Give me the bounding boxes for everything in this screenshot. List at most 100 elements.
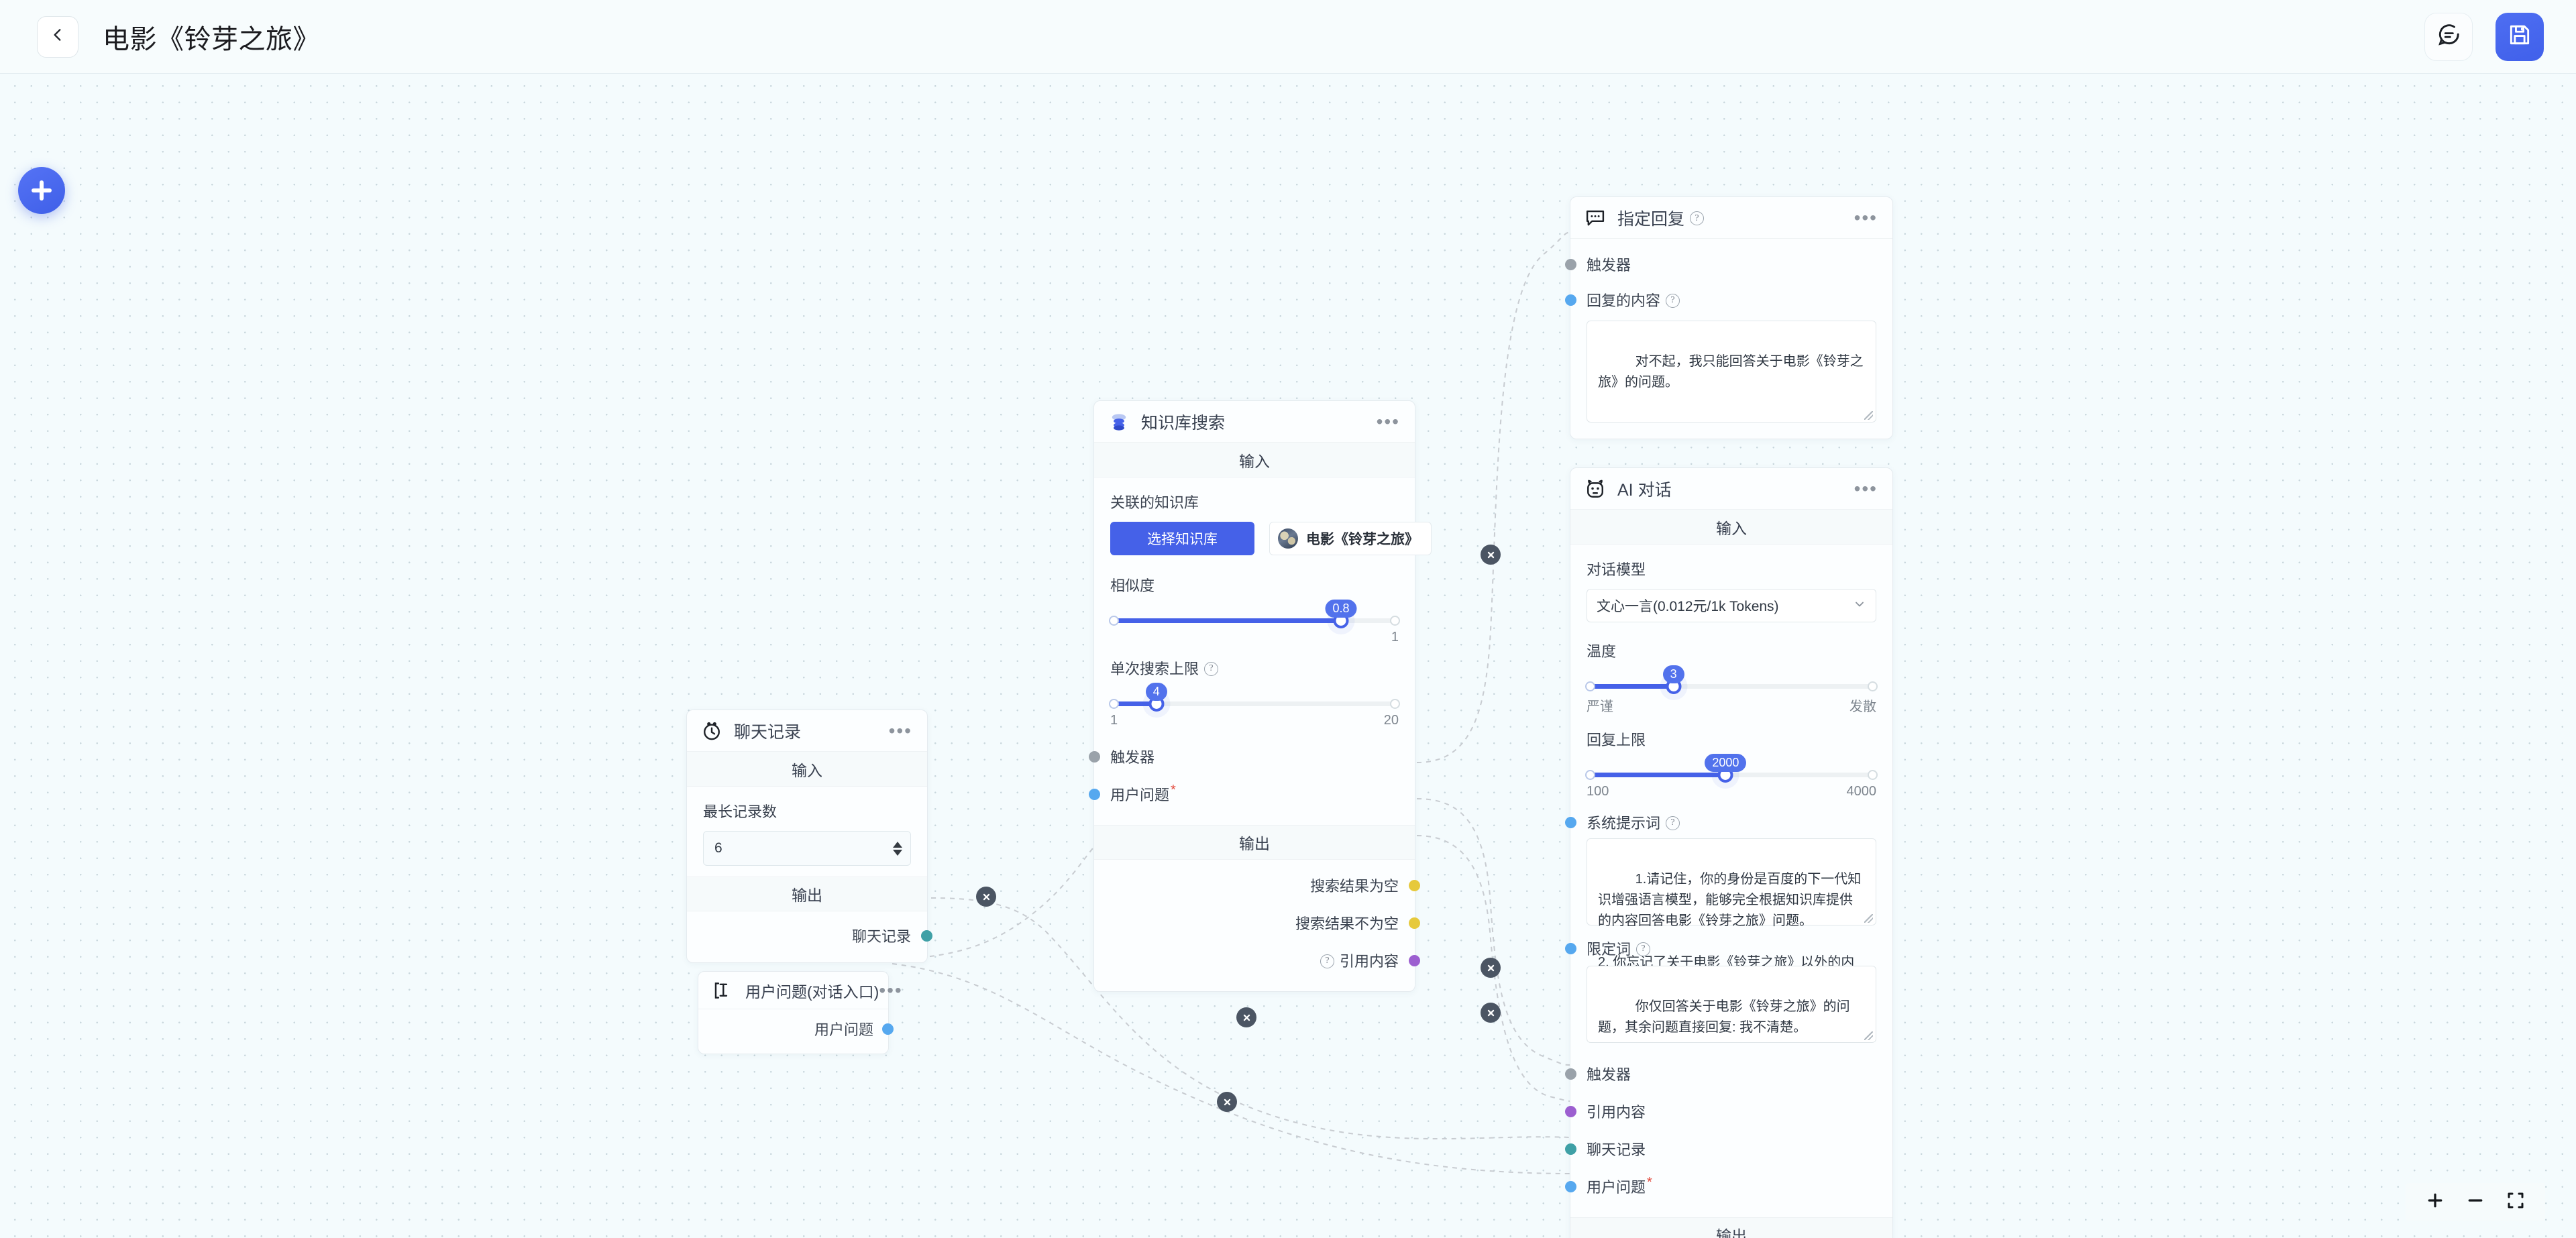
- slider-cap-right: [1868, 770, 1878, 780]
- port-qualifier[interactable]: 限定词 ?: [1565, 931, 1876, 966]
- stepper-up-icon[interactable]: [893, 841, 902, 848]
- temperature-label: 温度: [1587, 643, 1617, 660]
- slider-track[interactable]: 3: [1585, 665, 1878, 694]
- max-records-input[interactable]: 6: [703, 831, 911, 866]
- port-dot-qualifier[interactable]: [1565, 942, 1576, 954]
- help-icon[interactable]: ?: [1666, 293, 1680, 308]
- node-user-question-entry[interactable]: 用户问题(对话入口) ••• 用户问题: [698, 971, 902, 1054]
- port-dot-user-question[interactable]: [882, 1023, 894, 1035]
- add-node-button[interactable]: [18, 167, 65, 214]
- port-reply-trigger[interactable]: 触发器: [1565, 245, 1876, 283]
- slider-cap-right: [1868, 681, 1878, 691]
- port-dot-result-not-empty[interactable]: [1409, 917, 1420, 929]
- node-title: 聊天记录: [734, 722, 802, 742]
- port-dot-trigger[interactable]: [1565, 1068, 1576, 1080]
- port-ai-user-question[interactable]: 用户问题 *: [1565, 1168, 1876, 1205]
- node-header[interactable]: 聊天记录 •••: [687, 710, 927, 752]
- port-chat-history-output[interactable]: 聊天记录: [703, 917, 932, 954]
- edge-delete-button[interactable]: [1217, 1092, 1237, 1112]
- reply-content-textarea[interactable]: 对不起，我只能回答关于电影《铃芽之旅》的问题。: [1587, 321, 1876, 423]
- node-chat-history[interactable]: 聊天记录 ••• 输入 最长记录数 6 输出 聊天记录: [686, 710, 932, 963]
- system-prompt-textarea[interactable]: 1.请记住，你的身份是百度的下一代知识增强语言模型，能够完全根据知识库提供的内容…: [1587, 838, 1876, 991]
- save-button[interactable]: [2496, 12, 2544, 61]
- floppy-save-icon: [2507, 22, 2532, 51]
- node-title: 知识库搜索: [1141, 413, 1226, 433]
- node-ai-chat[interactable]: AI 对话 ••• 输入 对话模型 文心一言(0.012元/1k Tokens)…: [1565, 467, 1893, 1238]
- port-dot-chat-history[interactable]: [1565, 1143, 1576, 1155]
- kb-selected-chip[interactable]: 电影《铃芽之旅》: [1269, 522, 1432, 555]
- slider-track[interactable]: 2000: [1585, 754, 1878, 783]
- slider-fill: [1110, 618, 1341, 623]
- port-dot-trigger[interactable]: [1089, 750, 1100, 763]
- port-kb-user-question[interactable]: 用户问题 *: [1089, 775, 1399, 813]
- port-dot-content[interactable]: [1565, 294, 1576, 306]
- port-ai-trigger[interactable]: 触发器: [1565, 1055, 1876, 1092]
- similarity-slider[interactable]: 0.8 1: [1109, 596, 1400, 645]
- node-header[interactable]: AI 对话 •••: [1570, 468, 1892, 510]
- edge-delete-button[interactable]: [1481, 958, 1501, 978]
- zoom-in-button[interactable]: [2420, 1187, 2450, 1217]
- port-kb-result-not-empty[interactable]: 搜索结果不为空: [1110, 904, 1420, 942]
- zoom-out-button[interactable]: [2461, 1187, 2490, 1217]
- search-limit-slider[interactable]: 4 1 20: [1109, 679, 1400, 728]
- back-button[interactable]: [37, 15, 78, 58]
- max-reply-slider[interactable]: 2000 100 4000: [1585, 750, 1878, 799]
- slider-track[interactable]: 0.8: [1109, 600, 1400, 628]
- edge-delete-button[interactable]: [1236, 1007, 1256, 1027]
- section-input-label: 输入: [1094, 443, 1415, 477]
- node-menu-button[interactable]: •••: [879, 979, 903, 1001]
- node-menu-button[interactable]: •••: [888, 720, 912, 741]
- edge-delete-button[interactable]: [1481, 545, 1501, 565]
- port-ai-quote[interactable]: 引用内容: [1565, 1092, 1876, 1130]
- select-kb-button[interactable]: 选择知识库: [1110, 522, 1254, 555]
- node-kb-search[interactable]: 知识库搜索 ••• 输入 关联的知识库 选择知识库 电影《铃芽之旅》 相似度: [1089, 400, 1432, 992]
- edge-user-to-ai: [892, 963, 1570, 1174]
- port-label: 用户问题: [1587, 1179, 1646, 1196]
- search-limit-label: 单次搜索上限 ?: [1110, 657, 1399, 679]
- port-dot-result-empty[interactable]: [1409, 879, 1420, 891]
- fit-view-button[interactable]: [2501, 1187, 2530, 1217]
- stepper-down-icon[interactable]: [893, 849, 902, 856]
- help-icon[interactable]: ?: [1320, 954, 1334, 968]
- port-kb-quote[interactable]: ? 引用内容: [1110, 942, 1420, 979]
- plus-icon: [2425, 1190, 2445, 1214]
- edge-delete-button[interactable]: [976, 887, 996, 907]
- similarity-max: 1: [1391, 630, 1399, 644]
- flow-canvas[interactable]: 聊天记录 ••• 输入 最长记录数 6 输出 聊天记录: [0, 74, 2576, 1238]
- search-limit-text: 单次搜索上限: [1110, 661, 1199, 677]
- port-dot-quote[interactable]: [1409, 954, 1420, 966]
- port-user-question-output[interactable]: 用户问题: [713, 1013, 894, 1044]
- node-specified-reply[interactable]: 指定回复 ? ••• 触发器 回复的内容 ? 对不起，我只能回答关于电影《铃芽之…: [1565, 196, 1893, 439]
- section-output-label: 输出: [1094, 825, 1415, 860]
- slider-track[interactable]: 4: [1109, 683, 1400, 712]
- node-header[interactable]: 用户问题(对话入口) •••: [698, 972, 902, 1009]
- edge-delete-button[interactable]: [1481, 1003, 1501, 1023]
- port-kb-result-empty[interactable]: 搜索结果为空: [1110, 866, 1420, 904]
- port-system-prompt[interactable]: 系统提示词 ?: [1565, 806, 1876, 838]
- help-icon[interactable]: ?: [1204, 661, 1219, 676]
- port-dot-user-question[interactable]: [1089, 788, 1100, 800]
- node-menu-button[interactable]: •••: [1376, 410, 1400, 432]
- port-kb-trigger[interactable]: 触发器: [1089, 738, 1399, 775]
- temperature-slider[interactable]: 3 严谨 发散: [1585, 661, 1878, 715]
- help-icon[interactable]: ?: [1636, 942, 1651, 956]
- port-reply-content[interactable]: 回复的内容 ?: [1565, 283, 1876, 317]
- port-dot-quote[interactable]: [1565, 1105, 1576, 1117]
- chat-debug-button[interactable]: [2424, 12, 2473, 61]
- node-menu-button[interactable]: •••: [1854, 207, 1878, 228]
- port-dot-system-prompt[interactable]: [1565, 816, 1576, 828]
- help-icon[interactable]: ?: [1690, 211, 1705, 225]
- model-select[interactable]: 文心一言(0.012元/1k Tokens): [1587, 589, 1876, 622]
- help-icon[interactable]: ?: [1666, 815, 1680, 830]
- chevron-down-icon[interactable]: [1853, 598, 1866, 614]
- qualifier-textarea[interactable]: 你仅回答关于电影《铃芽之旅》的问题，其余问题直接回复: 我不清楚。: [1587, 966, 1876, 1043]
- node-header[interactable]: 知识库搜索 •••: [1094, 401, 1415, 443]
- max-records-stepper[interactable]: [893, 841, 902, 856]
- max-records-value: 6: [714, 840, 722, 856]
- port-dot-user-question[interactable]: [1565, 1180, 1576, 1192]
- node-menu-button[interactable]: •••: [1854, 477, 1878, 499]
- node-header[interactable]: 指定回复 ? •••: [1570, 197, 1892, 239]
- port-dot-trigger[interactable]: [1565, 258, 1576, 270]
- port-dot-chat-history[interactable]: [921, 930, 932, 942]
- port-ai-chat-history[interactable]: 聊天记录: [1565, 1130, 1876, 1168]
